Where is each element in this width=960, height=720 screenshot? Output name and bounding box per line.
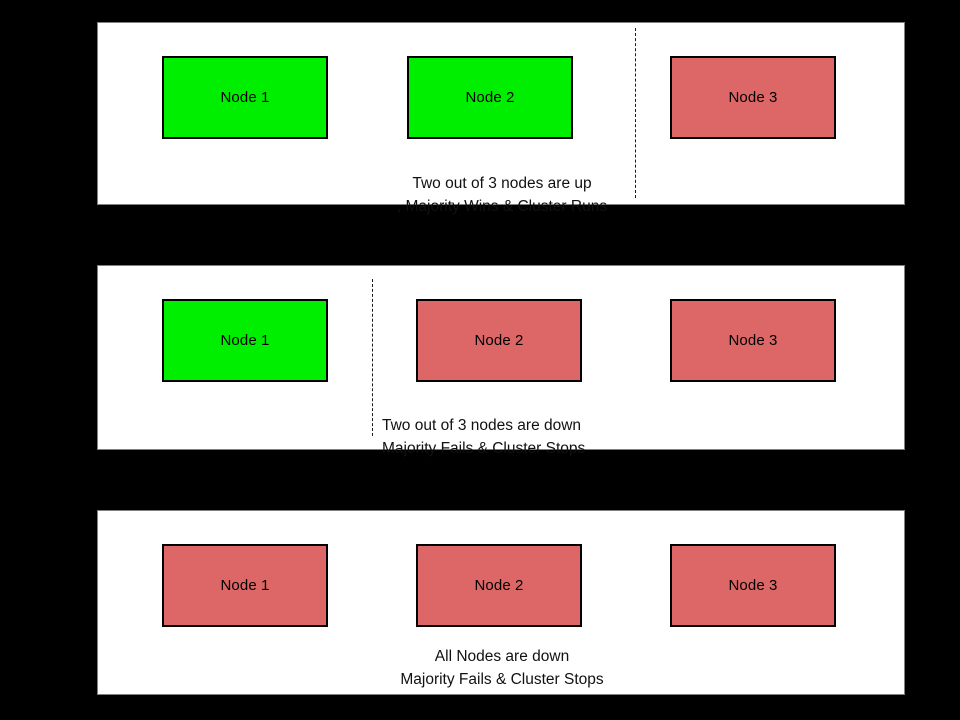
quorum-divider-line — [635, 28, 636, 198]
node-box-2-label: Node 2 — [474, 332, 524, 349]
panel-majority-up: Node 1 Node 2 Node 3 Two out of 3 nodes … — [97, 22, 905, 215]
node-box-2: Node 2 — [416, 544, 582, 627]
node-box-3-label: Node 3 — [728, 332, 778, 349]
panel-caption: Two out of 3 nodes are up , Majority Win… — [98, 172, 906, 218]
node-box-1: Node 1 — [162, 299, 328, 382]
caption-line-2: , Majority Wins & Cluster Runs — [396, 198, 608, 215]
node-box-1-label: Node 1 — [220, 89, 270, 106]
caption-line-2: Majority Fails & Cluster Stops — [382, 440, 586, 457]
node-box-1-label: Node 1 — [220, 332, 270, 349]
node-box-2: Node 2 — [407, 56, 573, 139]
node-box-3: Node 3 — [670, 56, 836, 139]
panel-all-down: Node 1 Node 2 Node 3 All Nodes are down … — [97, 510, 905, 695]
caption-line-1: All Nodes are down — [434, 648, 570, 665]
panel-majority-down: Node 1 Node 2 Node 3 Two out of 3 nodes … — [97, 265, 905, 457]
node-box-3: Node 3 — [670, 544, 836, 627]
node-box-2-label: Node 2 — [474, 577, 524, 594]
caption-line-1: Two out of 3 nodes are up — [412, 175, 592, 192]
caption-line-2: Majority Fails & Cluster Stops — [400, 671, 604, 688]
node-box-2: Node 2 — [416, 299, 582, 382]
node-box-1-label: Node 1 — [220, 577, 270, 594]
panel-caption: All Nodes are down Majority Fails & Clus… — [98, 645, 906, 691]
node-box-1: Node 1 — [162, 544, 328, 627]
caption-line-1: Two out of 3 nodes are down — [382, 417, 582, 434]
node-box-2-label: Node 2 — [465, 89, 515, 106]
node-box-3-label: Node 3 — [728, 89, 778, 106]
node-box-1: Node 1 — [162, 56, 328, 139]
quorum-divider-line — [372, 279, 373, 436]
node-box-3: Node 3 — [670, 299, 836, 382]
node-box-3-label: Node 3 — [728, 577, 778, 594]
panel-caption: Two out of 3 nodes are down Majority Fai… — [382, 414, 782, 460]
